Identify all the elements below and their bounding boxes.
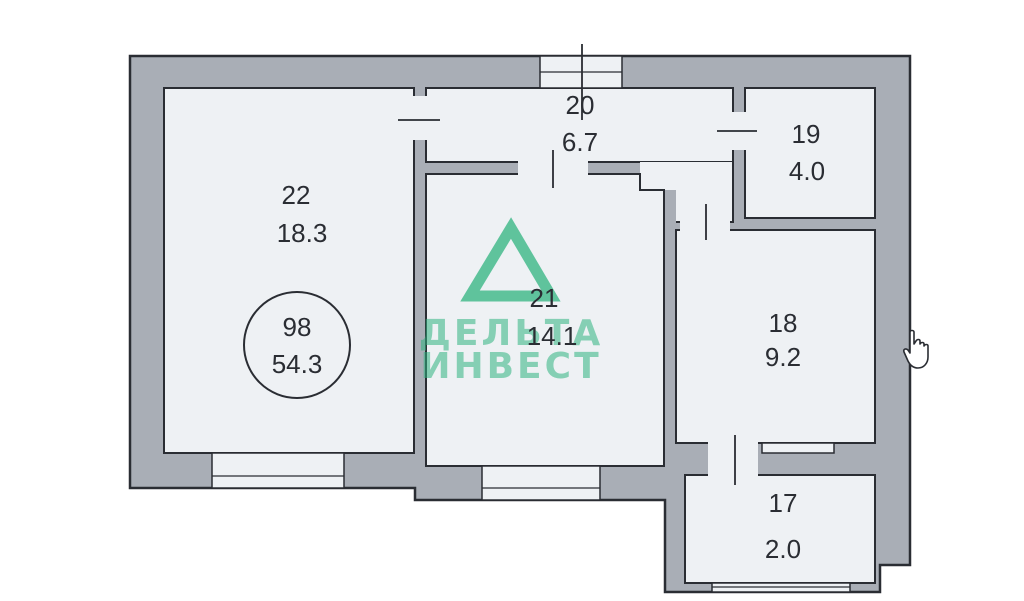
apartment-number: 98 bbox=[283, 312, 312, 342]
delta-logo-icon bbox=[460, 217, 561, 302]
room-21 bbox=[425, 173, 665, 467]
room-number: 20 bbox=[566, 90, 595, 120]
room-area: 9.2 bbox=[765, 342, 801, 372]
door-22-20 bbox=[413, 96, 428, 140]
room-18 bbox=[675, 229, 876, 444]
room-area: 14.1 bbox=[527, 321, 578, 351]
window-18 bbox=[761, 442, 835, 454]
room-number: 22 bbox=[282, 180, 311, 210]
room-number: 17 bbox=[769, 488, 798, 518]
room-number: 21 bbox=[530, 283, 559, 313]
room-labels: 22 18.3 20 6.7 19 4.0 21 14.1 18 9.2 17 … bbox=[277, 90, 825, 564]
room-19 bbox=[744, 87, 876, 219]
window-22 bbox=[211, 452, 345, 489]
room-area: 4.0 bbox=[789, 156, 825, 186]
door-18-17 bbox=[708, 441, 758, 477]
room-22 bbox=[163, 87, 415, 454]
door-marks bbox=[398, 44, 757, 485]
company-watermark: ДЕЛЬТА ИНВЕСТ bbox=[419, 217, 603, 387]
watermark-line2: ИНВЕСТ bbox=[420, 346, 601, 387]
room-area: 2.0 bbox=[765, 534, 801, 564]
room-20-passage bbox=[640, 162, 733, 222]
room-area: 6.7 bbox=[562, 127, 598, 157]
room-number: 18 bbox=[769, 308, 798, 338]
door-passage-18 bbox=[680, 220, 730, 232]
window-21 bbox=[481, 465, 601, 501]
hand-cursor-icon bbox=[903, 329, 929, 369]
room-17 bbox=[684, 474, 876, 584]
apartment-area: 54.3 bbox=[272, 349, 323, 379]
room-number: 19 bbox=[792, 119, 821, 149]
watermark-line1: ДЕЛЬТА bbox=[419, 313, 603, 354]
apartment-badge: 98 54.3 bbox=[243, 291, 351, 399]
room-area: 18.3 bbox=[277, 218, 328, 248]
